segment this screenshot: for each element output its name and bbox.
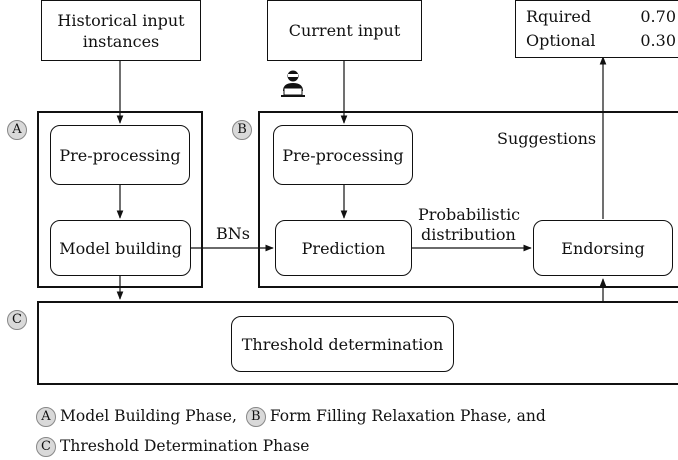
legend-b-text: Form Filling Relaxation Phase, and [269,407,546,425]
threshold-determination-box: Threshold determination [231,316,454,372]
legend-c-marker: C [36,437,56,457]
prediction-box: Prediction [275,220,412,276]
phase-a-frame [37,111,203,288]
endorsing-label: Endorsing [561,238,645,258]
legend-b-marker: B [245,407,266,427]
legend-c-text: Threshold Determination Phase [60,437,310,455]
threshold-determination-label: Threshold determination [241,334,444,354]
historical-input-label: Historical input instances [57,10,185,51]
current-input-label: Current input [288,21,401,40]
current-input-box: Current input [267,0,422,61]
phase-b-preprocessing-box: Pre-processing [273,125,413,185]
model-building-label: Model building [59,238,182,258]
model-building-box: Model building [50,220,191,276]
phase-c-frame [37,301,678,385]
phase-c-marker: C [7,310,27,330]
user-laptop-icon [280,69,306,99]
result-box: Rquired 0.70 Optional 0.30 [515,0,678,58]
legend-a-marker: A [36,407,56,427]
result-required-value: 0.70 [640,7,676,26]
phase-a-preprocessing-box: Pre-processing [50,125,190,185]
endorsing-box: Endorsing [533,220,673,276]
result-row-required: Rquired 0.70 [526,5,676,29]
result-optional-value: 0.30 [640,31,676,50]
prediction-label: Prediction [301,238,386,258]
distribution-label: distribution [421,225,516,244]
result-required-label: Rquired [526,7,592,26]
phase-a-marker: A [7,120,27,140]
phase-b-marker: B [232,120,252,140]
result-row-optional: Optional 0.30 [526,29,676,53]
phase-a-preprocessing-label: Pre-processing [59,145,181,165]
suggestions-label: Suggestions [497,129,597,148]
bns-edge-label: BNs [216,224,250,243]
phase-b-frame [258,111,678,288]
probabilistic-label: Probabilistic [418,205,521,224]
phase-b-preprocessing-label: Pre-processing [282,145,404,165]
legend-a-text: Model Building Phase, [60,407,237,425]
result-optional-label: Optional [526,31,596,50]
historical-input-box: Historical input instances [41,0,201,61]
